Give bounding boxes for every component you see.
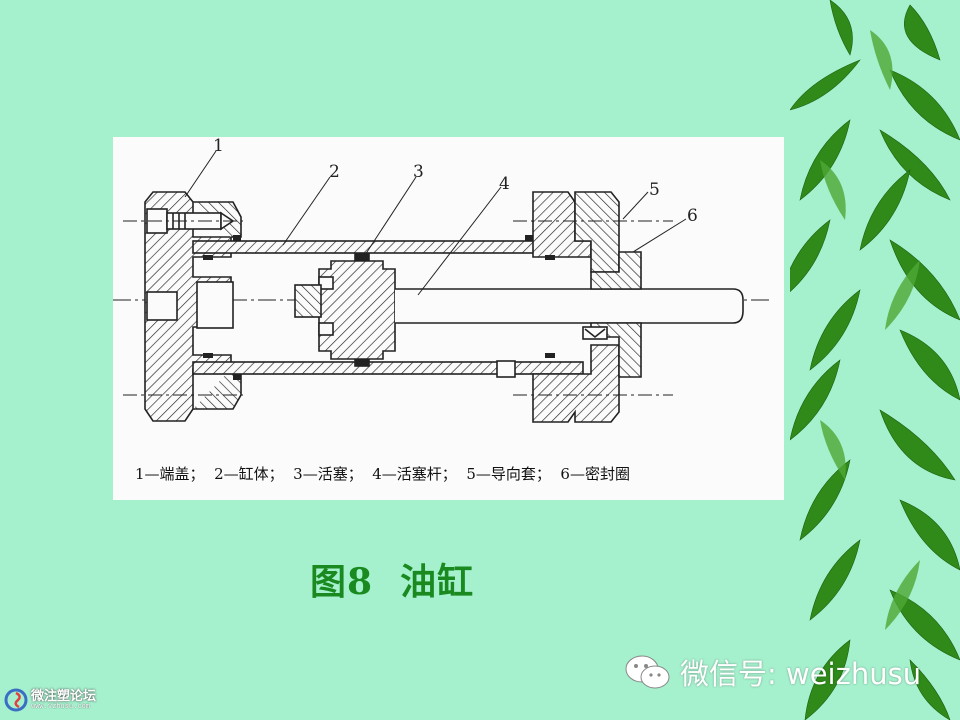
wechat-watermark: 微信号: weizhusu bbox=[624, 652, 921, 692]
callout-1: 1 bbox=[213, 137, 224, 156]
wechat-id-text: 微信号: weizhusu bbox=[680, 657, 922, 691]
callout-6: 6 bbox=[687, 206, 698, 226]
forum-name: 微注塑论坛 bbox=[31, 689, 97, 704]
wechat-icon bbox=[625, 655, 670, 689]
piston bbox=[294, 253, 396, 367]
callout-3: 3 bbox=[413, 162, 424, 182]
callout-5: 5 bbox=[649, 180, 660, 200]
end-cap bbox=[144, 191, 242, 422]
hydraulic-cylinder-diagram: 1 2 3 4 5 6 1—端盖； 2—缸体； 3—活塞； 4—活塞杆； 5—导… bbox=[113, 136, 773, 483]
guide-sleeve bbox=[532, 191, 642, 423]
bamboo-leaves-decoration bbox=[790, 0, 960, 720]
diagram-legend: 1—端盖； 2—缸体； 3—活塞； 4—活塞杆； 5—导向套； 6—密封圈 bbox=[135, 465, 630, 483]
forum-logo: 微注塑论坛 www.vzhusu.com bbox=[4, 684, 144, 716]
forum-swirl-icon bbox=[4, 688, 28, 712]
forum-url: www.vzhusu.com bbox=[31, 702, 91, 710]
callouts bbox=[184, 150, 687, 296]
seal-rings bbox=[203, 235, 555, 380]
callout-2: 2 bbox=[329, 162, 340, 182]
figure-caption: 图8 油缸 bbox=[310, 561, 475, 603]
piston-rod bbox=[395, 288, 744, 324]
callout-4: 4 bbox=[499, 174, 510, 194]
diagram-panel: 1 2 3 4 5 6 1—端盖； 2—缸体； 3—活塞； 4—活塞杆； 5—导… bbox=[113, 136, 784, 500]
